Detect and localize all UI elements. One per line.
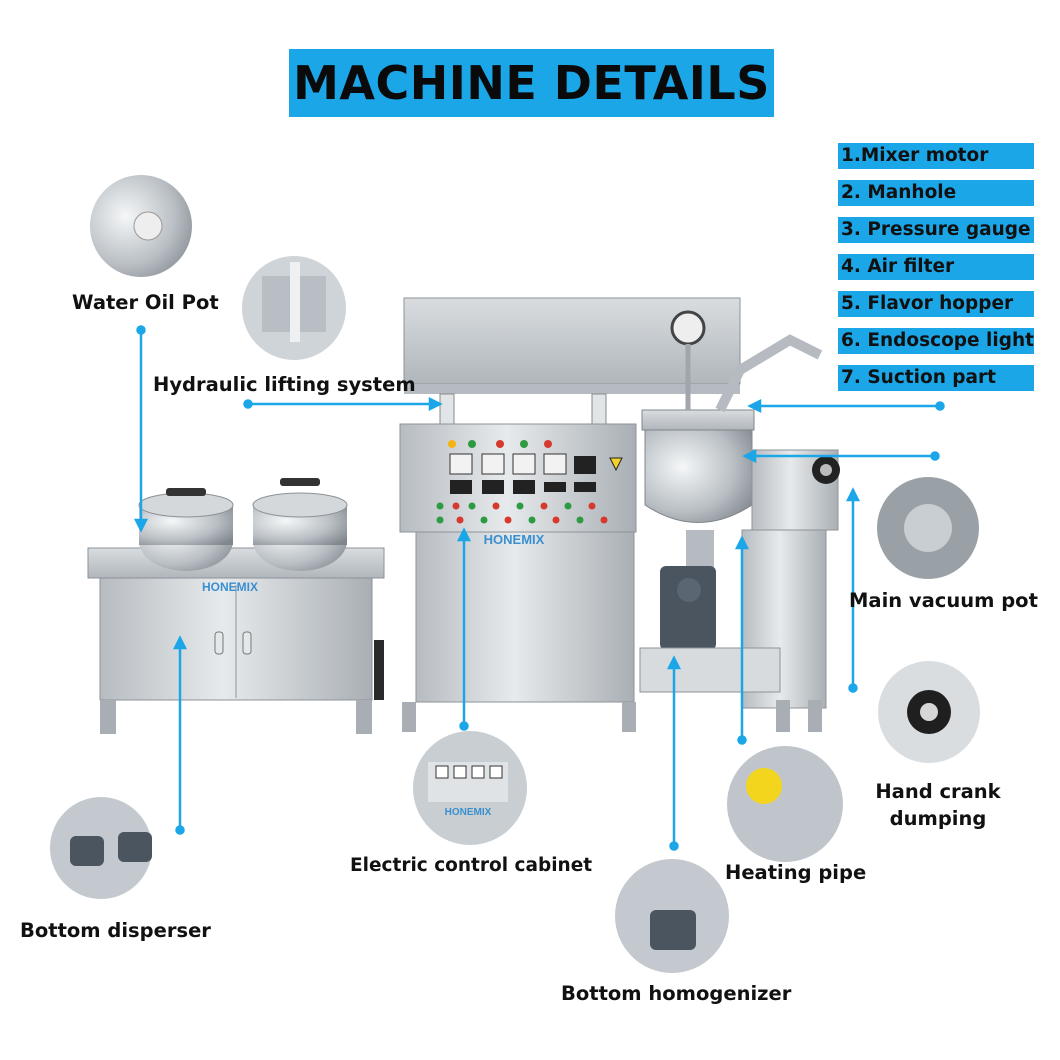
inset-cabinet-brand: HONEMIX: [445, 807, 492, 818]
heating-pipe-photo: [727, 746, 843, 862]
main-cabinet-brand: HONEMIX: [484, 532, 545, 547]
part-item: 4. Air filter: [838, 254, 1034, 280]
control-cabinet: [399, 423, 637, 732]
label-hand-crank-line2: dumping: [889, 807, 987, 830]
label-main-vacuum-pot: Main vacuum pot: [849, 589, 1038, 612]
part-item: 5. Flavor hopper: [838, 291, 1034, 317]
part-item: 2. Manhole: [838, 180, 1034, 206]
label-heating-pipe: Heating pipe: [725, 861, 867, 884]
label-bottom-homogenizer: Bottom homogenizer: [561, 982, 792, 1005]
detail-photos: HONEMIX: [50, 175, 980, 973]
main-vacuum-pot: [639, 310, 840, 732]
parts-list: 1.Mixer motor 2. Manhole 3. Pressure gau…: [838, 143, 1034, 402]
part-item: 6. Endoscope light: [838, 328, 1034, 354]
label-hand-crank-line1: Hand crank: [875, 780, 1001, 803]
water-oil-cabinet: [87, 478, 385, 734]
left-cabinet-brand: HONEMIX: [202, 580, 258, 594]
part-item: 1.Mixer motor: [838, 143, 1034, 169]
page-title: MACHINE DETAILS: [293, 56, 770, 110]
label-bottom-disperser: Bottom disperser: [20, 919, 211, 942]
part-item: 7. Suction part: [838, 365, 1034, 391]
label-electric-cabinet: Electric control cabinet: [350, 855, 593, 876]
part-item: 3. Pressure gauge: [838, 217, 1034, 243]
leader-lines: [133, 325, 945, 851]
label-water-oil-pot: Water Oil Pot: [72, 291, 219, 314]
label-hydraulic-lifting: Hydraulic lifting system: [153, 373, 416, 396]
title-banner: MACHINE DETAILS: [289, 49, 774, 117]
label-hand-crank: Hand crank dumping: [868, 778, 1008, 832]
